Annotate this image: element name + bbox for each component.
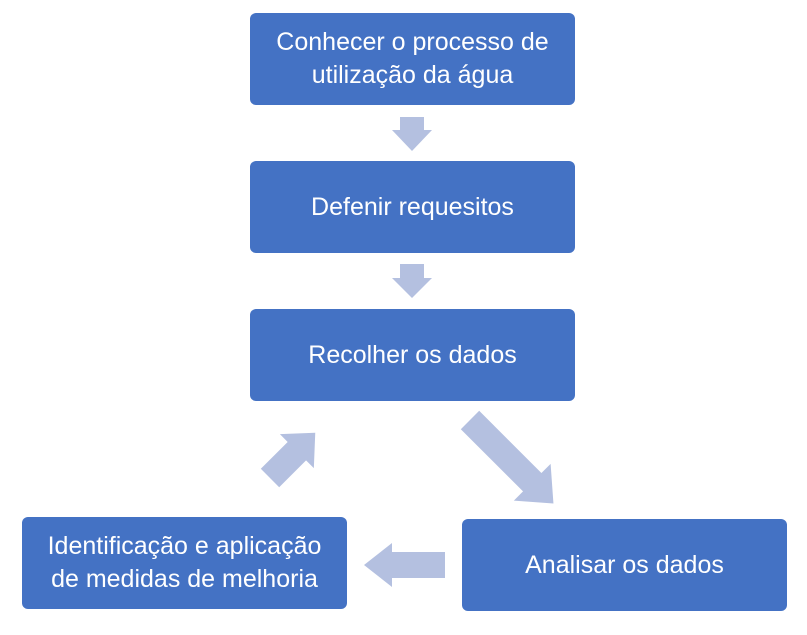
- arrow-down-2-to-3: [392, 264, 432, 298]
- step-1-box: Conhecer o processo de utilização da águ…: [250, 13, 575, 105]
- step-4-box: Analisar os dados: [462, 519, 787, 611]
- step-2-label: Defenir requesitos: [311, 192, 514, 221]
- step-5-label-line1: Identificação e aplicação: [47, 532, 322, 560]
- step-3-box: Recolher os dados: [250, 309, 575, 401]
- step-1-label: Conhecer o processo de utilização da águ…: [276, 26, 548, 92]
- step-1-label-line1: Conhecer o processo de: [276, 28, 549, 56]
- arrow-left-4-to-5: [364, 543, 445, 587]
- step-4-label: Analisar os dados: [525, 550, 724, 579]
- arrow-down-1-to-2: [392, 117, 432, 151]
- step-5-box: Identificação e aplicação de medidas de …: [22, 517, 347, 609]
- arrow-diagonal-3-to-4: [460, 410, 554, 504]
- step-5-label: Identificação e aplicação de medidas de …: [48, 530, 322, 596]
- step-1-label-line2: utilização da água: [311, 61, 514, 89]
- step-2-box: Defenir requesitos: [250, 161, 575, 253]
- step-5-label-line2: de medidas de melhoria: [51, 565, 318, 593]
- step-3-label: Recolher os dados: [308, 340, 517, 369]
- arrow-diagonal-5-to-3: [260, 432, 316, 488]
